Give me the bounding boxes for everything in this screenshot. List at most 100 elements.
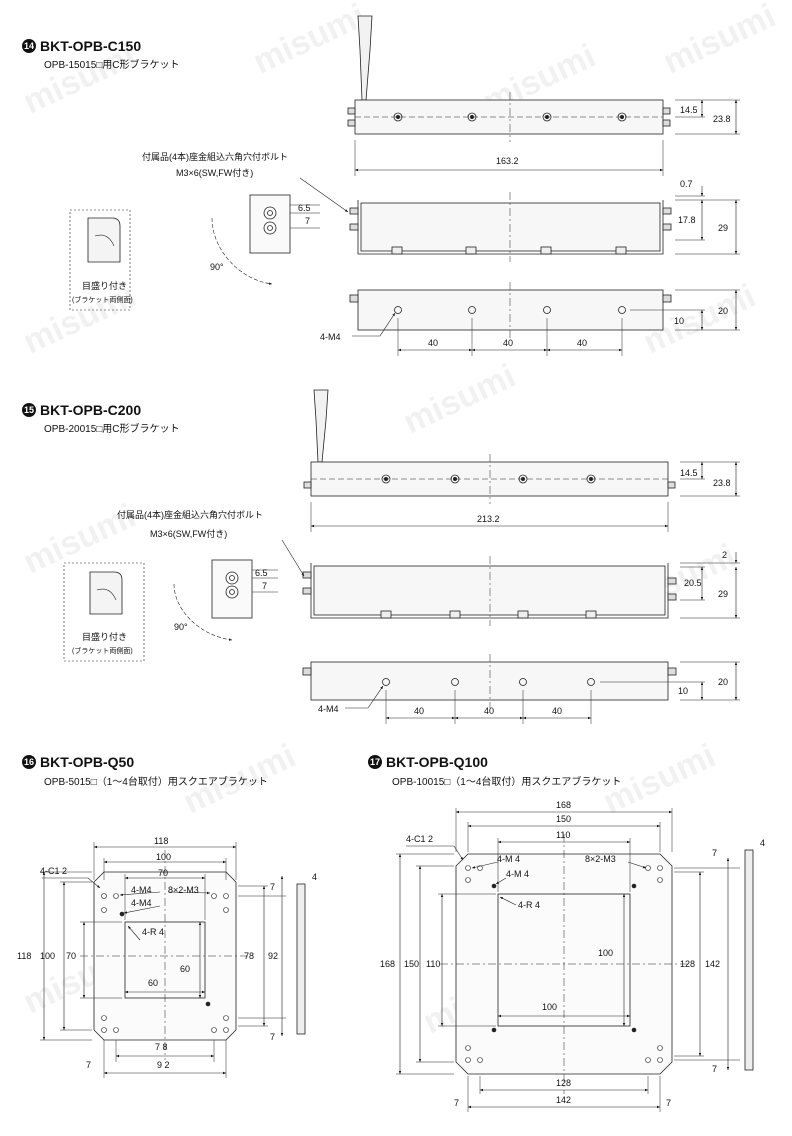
section-title-c200: 15 BKT-OPB-C200 xyxy=(22,402,141,418)
section-badge: 17 xyxy=(368,755,382,769)
section-title-q50: 16 BKT-OPB-Q50 xyxy=(22,754,134,770)
holes-label: 4-M 4 xyxy=(506,869,529,879)
bolt-note: 付属品(4本)座金組込六角穴付ボルト xyxy=(117,509,263,520)
dim-label: 7 xyxy=(666,1098,671,1108)
dim-label: 213.2 xyxy=(477,514,500,524)
section-badge: 16 xyxy=(22,755,36,769)
dim-label: 29 xyxy=(718,223,728,233)
chamfer-label: 4-C1 2 xyxy=(406,834,433,844)
dim-label: 142 xyxy=(705,959,720,969)
angle-label: 90° xyxy=(174,622,188,632)
q50-labels: 118 100 70 4-C1 2 4-M4 4-M4 8×2-M3 4-R 4… xyxy=(17,836,317,1070)
holes-label: 4-M 4 xyxy=(497,854,520,864)
section-badge: 15 xyxy=(22,403,36,417)
q100-drawing xyxy=(396,808,754,1112)
dim-label: 7 xyxy=(712,848,717,858)
c200-drawing xyxy=(63,389,740,724)
dim-label: 70 xyxy=(66,951,76,961)
section-title-text: BKT-OPB-Q100 xyxy=(386,754,488,770)
bolt-note: 付属品(4本)座金組込六角穴付ボルト xyxy=(142,151,288,162)
dim-label: 7 xyxy=(270,1032,275,1042)
dim-label: 4 xyxy=(312,872,317,882)
dim-label: 60 xyxy=(180,964,190,974)
dim-label: 150 xyxy=(404,959,419,969)
dim-label: 163.2 xyxy=(496,156,519,166)
dim-label: 118 xyxy=(154,836,168,846)
dim-label: 7 xyxy=(454,1098,459,1108)
dim-label: 118 xyxy=(17,951,31,961)
dim-label: 20.5 xyxy=(684,578,702,588)
bolt-spec: M3×6(SW,FW付き) xyxy=(176,168,253,178)
dim-label: 40 xyxy=(577,338,587,348)
dim-label: 142 xyxy=(556,1095,571,1105)
section-title-text: BKT-OPB-Q50 xyxy=(40,754,135,770)
holes-label: 8×2-M3 xyxy=(168,885,199,895)
dim-label: 7 xyxy=(712,1064,717,1074)
dim-label: 60 xyxy=(148,978,158,988)
c150-labels: 14.5 23.8 163.2 0.7 17.8 29 20 10 40 40 … xyxy=(72,105,731,348)
q100-labels: 168 150 110 4-C1 2 4-M 4 4-M 4 8×2-M3 4-… xyxy=(380,800,765,1108)
dim-label: 40 xyxy=(503,338,513,348)
dim-label: 6.5 xyxy=(255,568,268,578)
q50-drawing xyxy=(40,842,306,1078)
dim-label: 17.8 xyxy=(678,215,696,225)
scale-sub: (ブラケット両側面) xyxy=(72,646,133,655)
section-title-text: BKT-OPB-C150 xyxy=(40,38,142,54)
bolt-spec: M3×6(SW,FW付き) xyxy=(150,529,227,539)
dim-label: 40 xyxy=(428,338,438,348)
dim-label: 92 xyxy=(268,951,278,961)
dim-label: 9 2 xyxy=(157,1060,170,1070)
c200-labels: 14.5 23.8 213.2 2 20.5 29 20 10 40 40 40… xyxy=(72,468,731,716)
dim-label: 40 xyxy=(414,706,424,716)
section-badge: 14 xyxy=(22,39,36,53)
dim-label: 4 xyxy=(760,838,765,848)
section-title-text: BKT-OPB-C200 xyxy=(40,402,142,418)
section-subtitle-c200: OPB-20015□用C形ブラケット xyxy=(44,424,180,435)
dim-label: 20 xyxy=(718,306,728,316)
dim-label: 10 xyxy=(678,686,688,696)
scale-label: 目盛り付き xyxy=(82,280,127,291)
dim-label: 14.5 xyxy=(680,105,698,115)
dim-label: 78 xyxy=(244,951,254,961)
dim-label: 150 xyxy=(556,814,571,824)
dim-label: 110 xyxy=(426,959,440,969)
holes-label: 4-M4 xyxy=(131,885,152,895)
dim-label: 7 xyxy=(86,1060,91,1070)
holes-label: 4-M4 xyxy=(320,332,341,342)
angle-label: 90° xyxy=(210,262,224,272)
dim-label: 6.5 xyxy=(298,203,311,213)
dim-label: 20 xyxy=(718,677,728,687)
dim-label: 70 xyxy=(158,868,168,878)
dim-label: 23.8 xyxy=(713,478,731,488)
dim-label: 100 xyxy=(598,948,613,958)
dim-label: 14.5 xyxy=(680,468,698,478)
dim-label: 29 xyxy=(718,589,728,599)
dim-label: 128 xyxy=(556,1078,571,1088)
dim-label: 7 xyxy=(270,882,275,892)
dim-label: 0.7 xyxy=(680,179,693,189)
dim-label: 100 xyxy=(156,852,171,862)
section-subtitle-q50: OPB-5015□（1〜4台取付）用スクエアブラケット xyxy=(44,777,268,788)
dim-label: 10 xyxy=(674,316,684,326)
radius-label: 4-R 4 xyxy=(518,900,540,910)
dim-label: 2 xyxy=(722,550,727,560)
scale-label: 目盛り付き xyxy=(82,631,127,642)
holes-label: 4-M4 xyxy=(318,704,339,714)
section-title-q100: 17 BKT-OPB-Q100 xyxy=(368,754,488,770)
c150-top-holes xyxy=(393,112,627,122)
dim-label: 7 xyxy=(305,216,310,226)
section-subtitle-q100: OPB-10015□（1〜4台取付）用スクエアブラケット xyxy=(392,777,622,788)
dim-label: 168 xyxy=(556,800,571,810)
dim-label: 7 xyxy=(262,581,267,591)
dim-label: 100 xyxy=(542,1002,557,1012)
holes-label: 4-M4 xyxy=(131,898,152,908)
radius-label: 4-R 4 xyxy=(142,927,164,937)
holes-label: 8×2-M3 xyxy=(585,854,616,864)
scale-sub: (ブラケット両側面) xyxy=(72,295,133,304)
dim-label: 7 8 xyxy=(155,1042,168,1052)
chamfer-label: 4-C1 2 xyxy=(40,866,67,876)
dim-label: 110 xyxy=(556,830,570,840)
dim-label: 40 xyxy=(552,706,562,716)
section-subtitle-c150: OPB-15015□用C形ブラケット xyxy=(44,60,180,71)
